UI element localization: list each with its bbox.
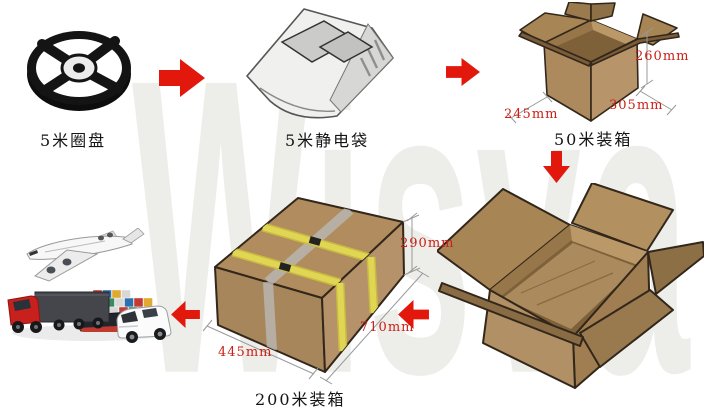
open-box-200m-icon xyxy=(437,183,704,389)
logistics-montage xyxy=(7,228,172,343)
reel-label: 5米圈盘 xyxy=(40,131,107,150)
box50-width-dim: 245mm xyxy=(504,107,559,122)
box50-label: 50米装箱 xyxy=(554,130,633,149)
box50-length-dim: 305mm xyxy=(609,98,664,113)
airplane-icon xyxy=(26,228,145,282)
sealed-box-200m-icon xyxy=(202,197,430,385)
flow-arrow-right-icon xyxy=(446,57,480,87)
van-icon xyxy=(116,305,172,343)
box200-width-dim: 445mm xyxy=(218,345,273,360)
box50-height-dim: 260mm xyxy=(635,49,690,64)
flow-arrow-left-icon xyxy=(171,301,200,328)
box200-length-dim: 710mm xyxy=(360,320,415,335)
open-box-50m-icon xyxy=(506,2,680,124)
bag-label: 5米静电袋 xyxy=(285,131,370,150)
antistatic-bag-icon xyxy=(246,8,394,119)
truck-icon xyxy=(7,291,110,333)
flow-arrow-right-icon xyxy=(159,59,205,97)
reel-icon xyxy=(27,31,131,111)
flow-arrow-left-icon xyxy=(398,300,429,329)
box200-height-dim: 290mm xyxy=(400,236,455,251)
box200-label: 200米装箱 xyxy=(255,390,346,409)
flow-arrow-down-icon xyxy=(543,151,570,183)
